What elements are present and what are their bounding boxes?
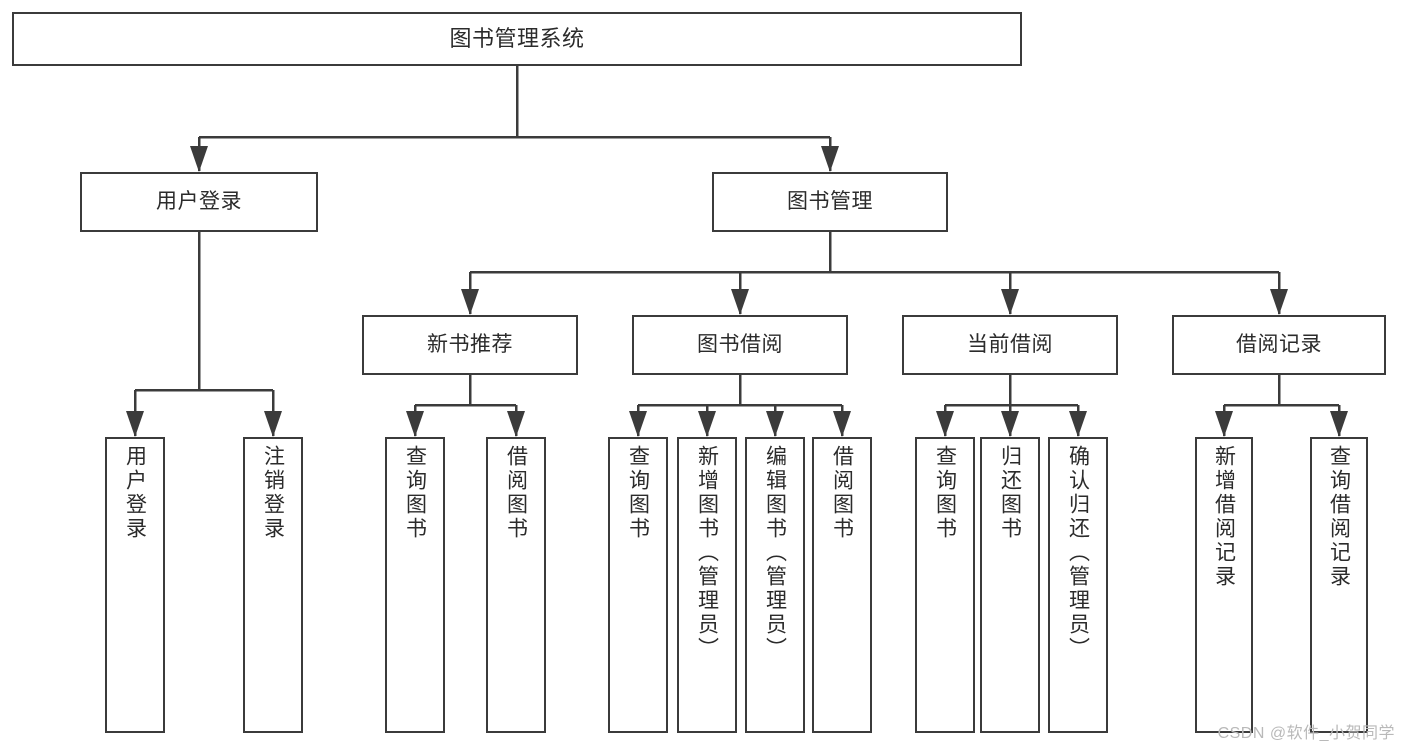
node-leaf-query-book-b-label: 查询图书	[626, 445, 650, 541]
node-user-login-label: 用户登录	[156, 189, 242, 213]
node-leaf-return-book[interactable]: 归还图书	[980, 437, 1040, 733]
node-leaf-user-login[interactable]: 用户登录	[105, 437, 165, 733]
node-book-manage[interactable]: 图书管理	[712, 172, 948, 232]
node-current-borrow-label: 当前借阅	[967, 332, 1053, 356]
node-leaf-user-login-label: 用户登录	[123, 445, 147, 541]
node-leaf-confirm-return[interactable]: 确认归还（管理员）	[1048, 437, 1108, 733]
node-book-borrow-label: 图书借阅	[697, 332, 783, 356]
node-book-borrow[interactable]: 图书借阅	[632, 315, 848, 375]
node-leaf-query-record[interactable]: 查询借阅记录	[1310, 437, 1368, 733]
node-leaf-add-record[interactable]: 新增借阅记录	[1195, 437, 1253, 733]
node-book-manage-label: 图书管理	[787, 189, 873, 213]
node-leaf-query-book-c[interactable]: 查询图书	[915, 437, 975, 733]
node-leaf-borrow-book-a[interactable]: 借阅图书	[486, 437, 546, 733]
node-leaf-return-book-label: 归还图书	[998, 445, 1022, 541]
node-root[interactable]: 图书管理系统	[12, 12, 1022, 66]
node-leaf-user-logout[interactable]: 注销登录	[243, 437, 303, 733]
node-borrow-record-label: 借阅记录	[1236, 332, 1322, 356]
node-new-book-recommend-label: 新书推荐	[427, 332, 513, 356]
node-leaf-query-book-a-label: 查询图书	[403, 445, 427, 541]
node-leaf-borrow-book-a-label: 借阅图书	[504, 445, 528, 541]
node-leaf-confirm-return-label: 确认归还（管理员）	[1066, 445, 1090, 661]
node-leaf-query-book-a[interactable]: 查询图书	[385, 437, 445, 733]
node-root-label: 图书管理系统	[449, 26, 585, 52]
node-borrow-record[interactable]: 借阅记录	[1172, 315, 1386, 375]
node-leaf-user-logout-label: 注销登录	[261, 445, 285, 541]
node-leaf-add-book-label: 新增图书（管理员）	[695, 445, 719, 661]
node-leaf-query-book-b[interactable]: 查询图书	[608, 437, 668, 733]
node-leaf-edit-book-label: 编辑图书（管理员）	[763, 445, 787, 661]
node-current-borrow[interactable]: 当前借阅	[902, 315, 1118, 375]
node-leaf-query-book-c-label: 查询图书	[933, 445, 957, 541]
node-leaf-add-record-label: 新增借阅记录	[1212, 445, 1236, 589]
node-leaf-borrow-book-b-label: 借阅图书	[830, 445, 854, 541]
node-user-login[interactable]: 用户登录	[80, 172, 318, 232]
csdn-watermark: CSDN @软件_小贺同学	[1217, 725, 1395, 742]
node-leaf-edit-book[interactable]: 编辑图书（管理员）	[745, 437, 805, 733]
node-leaf-query-record-label: 查询借阅记录	[1327, 445, 1351, 589]
node-leaf-add-book[interactable]: 新增图书（管理员）	[677, 437, 737, 733]
node-leaf-borrow-book-b[interactable]: 借阅图书	[812, 437, 872, 733]
node-new-book-recommend[interactable]: 新书推荐	[362, 315, 578, 375]
